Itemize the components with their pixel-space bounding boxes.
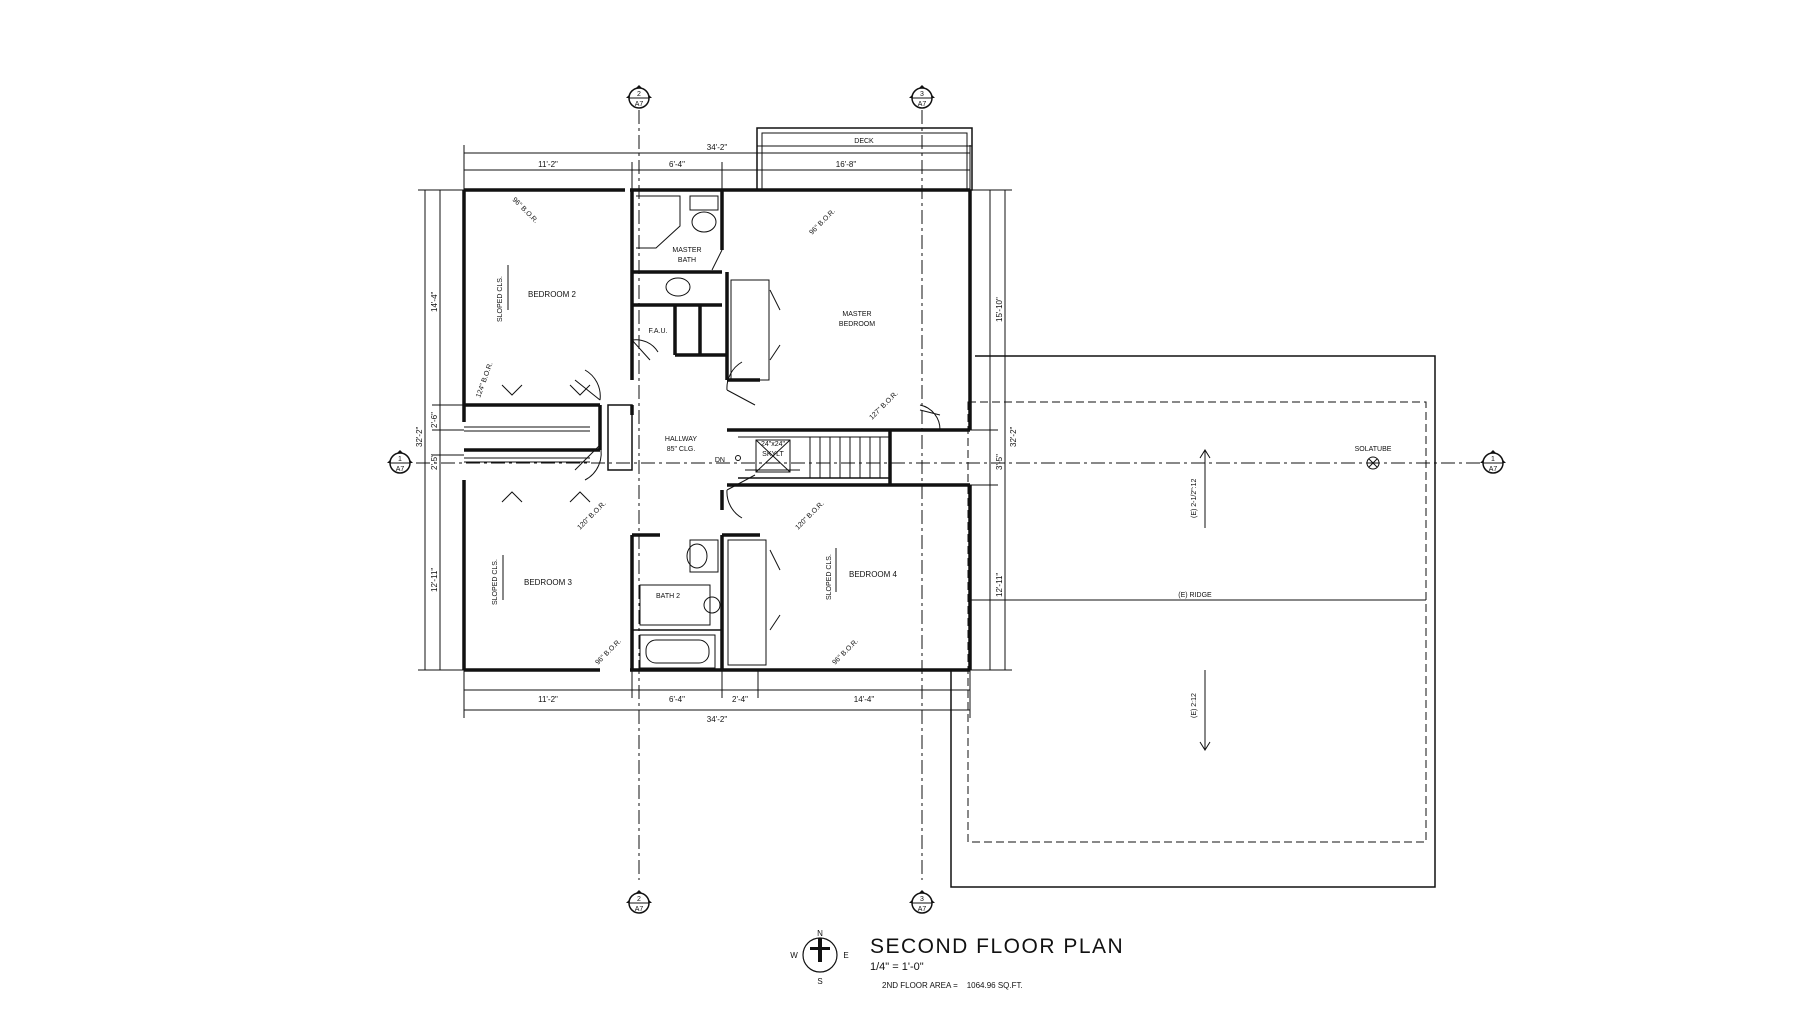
dim-left-1: 14'-4" <box>430 291 439 312</box>
interior-walls <box>464 190 970 670</box>
section-marker-1-left[interactable]: 1 A7 <box>387 450 413 474</box>
master-bath-label-2: BATH <box>678 257 696 264</box>
deck: DECK <box>756 127 973 191</box>
floor-area-value: 1064.96 SQ.FT. <box>966 981 1023 990</box>
section-marker-3-top[interactable]: 3 A7 <box>909 85 935 109</box>
bor-note-3: 124" B.O.R. <box>475 361 494 398</box>
section-marker-2-bottom[interactable]: 2 A7 <box>626 890 652 914</box>
section-sheet: A7 <box>635 906 644 913</box>
compass-north: N <box>817 929 823 938</box>
drawing-scale: 1/4" = 1'-0" <box>870 961 924 973</box>
bor-note-1: 96" B.O.R. <box>511 196 539 224</box>
dim-top-overall: 34'-2" <box>707 143 728 152</box>
solatube-label: SOLATUBE <box>1355 446 1392 453</box>
section-marker-2-top[interactable]: 2 A7 <box>626 85 652 109</box>
dim-top-3: 16'-8" <box>836 160 857 169</box>
section-marker-1-right[interactable]: 1 A7 <box>1480 450 1506 474</box>
bor-note-7: 96" B.O.R. <box>594 638 622 666</box>
drawing-title: SECOND FLOOR PLAN <box>870 935 1125 958</box>
dim-left-4: 12'-11" <box>430 568 439 592</box>
master-bedroom-label-1: MASTER <box>842 311 871 318</box>
section-sheet: A7 <box>918 101 927 108</box>
existing-roof: (E) RIDGE (E) 2-1/2":12 (E) 2:12 SOLATUB… <box>950 355 1436 888</box>
north-arrow-icon: N S E W <box>790 929 848 986</box>
stair-treads <box>738 436 890 479</box>
compass-west: W <box>790 951 798 960</box>
floor-area: 2ND FLOOR AREA = 1064.96 SQ.FT. <box>882 981 1200 990</box>
slope-upper-label: (E) 2-1/2":12 <box>1191 478 1198 518</box>
sloped-cls-note-3: SLOPED CLS. <box>826 554 833 600</box>
hallway-label-2: 85" CLG. <box>667 446 696 453</box>
exterior-walls <box>462 188 972 672</box>
section-number: 1 <box>1491 456 1495 463</box>
dim-right-2: 3'-5" <box>995 454 1004 470</box>
fixtures <box>636 195 890 669</box>
deck-label: DECK <box>854 138 874 145</box>
dim-right-3: 12'-11" <box>995 573 1004 597</box>
bor-note-6: 120" B.O.R. <box>794 500 825 531</box>
stair-down-note: DN <box>715 457 725 464</box>
bedroom4-label: BEDROOM 4 <box>849 570 898 579</box>
dim-left-2: 2'-6" <box>430 412 439 428</box>
section-sheet: A7 <box>1489 466 1498 473</box>
skylight-note-2: SKYLT <box>762 451 784 458</box>
doors <box>501 249 941 631</box>
compass-south: S <box>817 977 822 986</box>
section-sheet: A7 <box>396 466 405 473</box>
bedroom2-label: BEDROOM 2 <box>528 290 577 299</box>
hallway-label-1: HALLWAY <box>665 436 697 443</box>
dim-top-2: 6'-4" <box>669 160 685 169</box>
section-number: 3 <box>920 91 924 98</box>
dim-left-overall: 32'-2" <box>415 426 424 447</box>
title-block: SECOND FLOOR PLAN 1/4" = 1'-0" 2ND FLOOR… <box>870 935 1200 990</box>
dim-bottom-4: 14'-4" <box>854 695 875 704</box>
dim-bottom-3: 2'-4" <box>732 695 748 704</box>
slope-lower-label: (E) 2:12 <box>1191 693 1198 718</box>
master-bath-label-1: MASTER <box>672 247 701 254</box>
bor-note-4: 127" B.O.R. <box>868 390 899 421</box>
dim-bottom-overall: 34'-2" <box>707 715 728 724</box>
compass-east: E <box>843 951 848 960</box>
master-bedroom-label-2: BEDROOM <box>839 321 875 328</box>
section-lines <box>416 110 1480 880</box>
floor-area-label: 2ND FLOOR AREA = <box>882 981 958 990</box>
ridge-label: (E) RIDGE <box>1178 592 1212 599</box>
bor-note-8: 96" B.O.R. <box>831 638 859 666</box>
section-number: 2 <box>637 91 641 98</box>
dimension-lines: 34'-2" 11'-2" 6'-4" 16'-8" 11'-2" 6'-4" … <box>415 143 1018 724</box>
section-number: 2 <box>637 896 641 903</box>
dim-right-1: 15'-10" <box>995 297 1004 322</box>
sloped-cls-note-1: SLOPED CLS. <box>497 276 504 322</box>
section-sheet: A7 <box>635 101 644 108</box>
room-labels: BEDROOM 2 BEDROOM 3 BEDROOM 4 MASTER BAT… <box>524 247 898 600</box>
sloped-cls-note-2: SLOPED CLS. <box>492 559 499 605</box>
fau-label: F.A.U. <box>648 328 667 335</box>
dim-right-overall: 32'-2" <box>1009 426 1018 447</box>
dim-bottom-1: 11'-2" <box>538 695 558 704</box>
section-number: 3 <box>920 896 924 903</box>
bath2-label: BATH 2 <box>656 593 680 600</box>
dim-bottom-2: 6'-4" <box>669 695 685 704</box>
section-marker-3-bottom[interactable]: 3 A7 <box>909 890 935 914</box>
section-number: 1 <box>398 456 402 463</box>
bedroom3-label: BEDROOM 3 <box>524 578 573 587</box>
dim-left-3: 2'-5" <box>430 454 439 470</box>
section-sheet: A7 <box>918 906 927 913</box>
bor-note-2: 96" B.O.R. <box>808 208 836 236</box>
bor-note-5: 120" B.O.R. <box>576 500 607 531</box>
dim-top-1: 11'-2" <box>538 160 558 169</box>
skylight-note-1: 24"x24" <box>761 441 786 448</box>
